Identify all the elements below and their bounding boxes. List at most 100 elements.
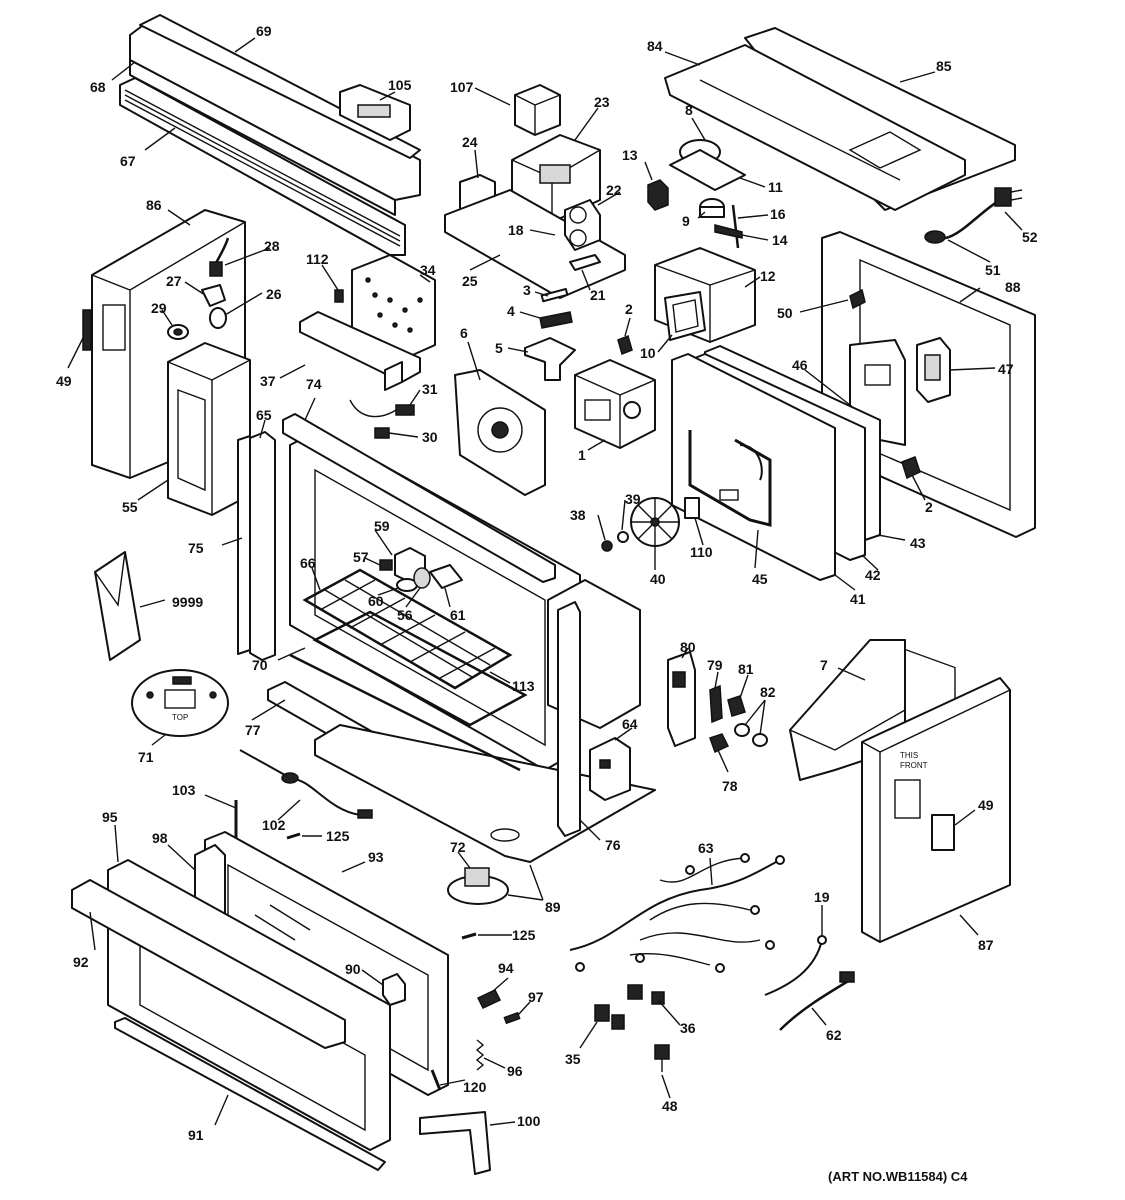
callout-2-upper: 2 <box>625 301 633 317</box>
callout-43: 43 <box>910 535 926 551</box>
callout-37: 37 <box>260 373 276 389</box>
callout-125-upper: 125 <box>326 828 350 844</box>
callout-71: 71 <box>138 749 154 765</box>
door-interlock-80 <box>667 651 696 747</box>
thermal-switch-31 <box>349 399 415 418</box>
callout-34: 34 <box>420 262 436 278</box>
latch-90 <box>382 973 406 1006</box>
callout-9: 9 <box>682 213 690 229</box>
callout-57: 57 <box>353 549 369 565</box>
callout-84: 84 <box>647 38 663 54</box>
callout-120: 120 <box>463 1079 487 1095</box>
switch-2-upper <box>617 334 633 356</box>
callout-112: 112 <box>306 251 329 267</box>
callout-74: 74 <box>306 376 322 392</box>
hinge-spring-120 <box>430 1069 442 1091</box>
strain-relief-51 <box>924 230 946 244</box>
template-71: TOP <box>131 669 229 737</box>
callout-76: 76 <box>605 837 621 853</box>
callout-1: 1 <box>578 447 586 463</box>
callout-94: 94 <box>498 960 514 976</box>
callout-4: 4 <box>507 303 515 319</box>
callout-11: 11 <box>768 179 783 195</box>
nut-38 <box>601 540 613 552</box>
callout-38: 38 <box>570 507 586 523</box>
callout-110: 110 <box>690 544 713 560</box>
literature-envelope-9999 <box>94 551 141 661</box>
connector-35 <box>594 1004 625 1030</box>
callout-13: 13 <box>622 147 638 163</box>
callout-8: 8 <box>685 102 693 118</box>
callout-95: 95 <box>102 809 118 825</box>
washer-39 <box>617 531 629 543</box>
switch-78 <box>709 733 730 754</box>
callout-26: 26 <box>266 286 282 302</box>
pin-3 <box>540 287 569 303</box>
side-trim-65 <box>249 431 276 661</box>
callout-98: 98 <box>152 830 168 846</box>
callout-40: 40 <box>650 571 666 587</box>
screw-112 <box>334 289 344 303</box>
callout-90: 90 <box>345 961 361 977</box>
callout-23: 23 <box>594 94 610 110</box>
wire-connector-28 <box>209 237 230 277</box>
spring-96 <box>475 1039 485 1071</box>
fan-motor-6 <box>454 369 546 496</box>
callout-89: 89 <box>545 899 561 915</box>
callout-77: 77 <box>245 722 261 738</box>
callout-97: 97 <box>528 989 544 1005</box>
switch-79 <box>709 684 723 724</box>
side-trim-75 <box>237 435 251 655</box>
callout-60: 60 <box>368 593 384 609</box>
wire-19 <box>764 935 827 996</box>
magnetron-1 <box>574 359 656 449</box>
callout-25: 25 <box>462 273 478 289</box>
callout-18: 18 <box>508 222 524 238</box>
callout-86: 86 <box>146 197 162 213</box>
display-board-105 <box>339 84 411 141</box>
callout-105: 105 <box>388 77 412 93</box>
capacitor-bracket-22 <box>564 199 601 251</box>
side-strip-76 <box>557 601 581 837</box>
callout-29: 29 <box>151 300 167 316</box>
callout-27: 27 <box>166 273 182 289</box>
callout-51: 51 <box>985 262 1001 278</box>
callout-28: 28 <box>264 238 280 254</box>
screw-125-lower <box>461 932 477 940</box>
cube-block-107 <box>514 84 561 136</box>
callout-3: 3 <box>523 282 531 298</box>
callout-100: 100 <box>517 1113 541 1129</box>
waveguide-cover-10 <box>664 291 706 341</box>
fuse-holder-9 <box>699 198 725 218</box>
callout-63: 63 <box>698 840 714 856</box>
top-trim-74 <box>282 413 556 583</box>
callout-24: 24 <box>462 134 478 150</box>
callout-88: 88 <box>1005 279 1021 295</box>
door-hinge-100 <box>419 1111 491 1175</box>
callout-62: 62 <box>826 1027 842 1043</box>
callout-81: 81 <box>738 661 754 677</box>
clip-4 <box>539 311 573 329</box>
callout-91: 91 <box>188 1127 204 1143</box>
callout-85: 85 <box>936 58 952 74</box>
stirrer-shaft-16 <box>731 204 740 249</box>
callout-93: 93 <box>368 849 384 865</box>
callout-72: 72 <box>450 839 466 855</box>
diode-21 <box>569 254 601 271</box>
callout-64: 64 <box>622 716 638 732</box>
callout-19: 19 <box>814 889 830 905</box>
outer-case-top-84 <box>664 44 966 211</box>
callout-50: 50 <box>777 305 793 321</box>
bracket-37 <box>299 311 421 391</box>
callout-14: 14 <box>772 232 788 248</box>
callout-59: 59 <box>374 518 390 534</box>
callout-labels: 69 68 105 67 107 23 24 84 85 8 13 11 22 … <box>56 23 1038 1143</box>
callout-70: 70 <box>252 657 268 673</box>
callout-39: 39 <box>625 491 641 507</box>
rail-70 <box>289 653 521 772</box>
callout-12: 12 <box>760 268 776 284</box>
hinge-94 <box>476 989 502 1009</box>
callout-21: 21 <box>590 287 606 303</box>
callout-36: 36 <box>680 1020 696 1036</box>
